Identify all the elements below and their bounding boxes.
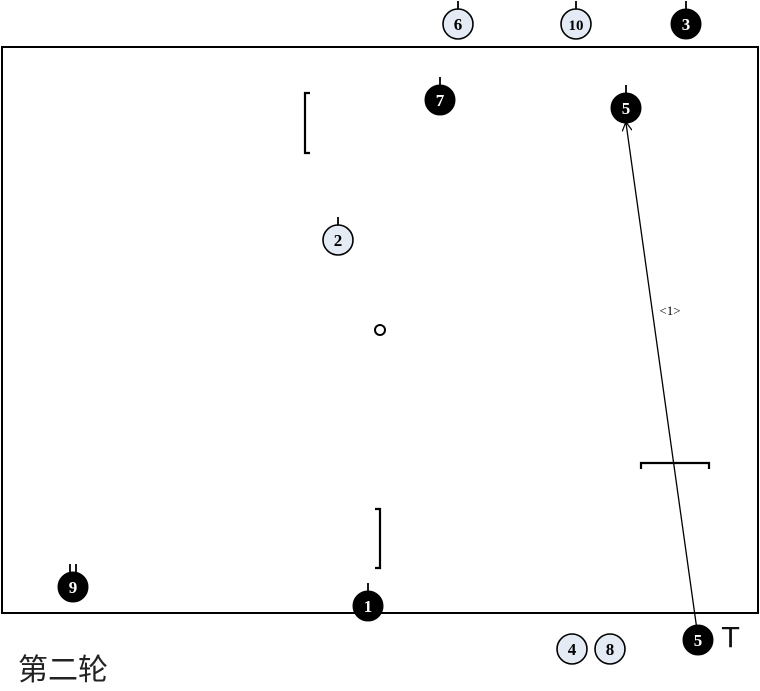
player-number: 1 <box>364 597 373 616</box>
player-dark-9: 9 <box>57 564 89 603</box>
player-marker <box>682 624 714 656</box>
bracket-marker-top-left <box>303 91 310 155</box>
player-dark-3: 3 <box>670 1 702 40</box>
player-dark-1: 1 <box>352 583 384 622</box>
player-number: 5 <box>694 631 703 650</box>
player-light-6: 6 <box>442 1 474 40</box>
player-dark-5: 5 <box>682 624 714 656</box>
player-light-8: 8 <box>594 633 626 665</box>
player-marker <box>610 92 642 124</box>
player-marker <box>424 84 456 116</box>
player-number: 9 <box>69 578 78 597</box>
center-mark <box>374 324 386 336</box>
tee-marker: T <box>722 621 740 654</box>
bracket-marker-right <box>639 461 711 469</box>
player-dark-5: 5 <box>610 85 642 124</box>
player-number: 5 <box>622 99 631 118</box>
player-number: 3 <box>682 15 691 34</box>
player-dark-7: 7 <box>424 77 456 116</box>
round-title: 第二轮 <box>18 653 108 688</box>
player-number: 8 <box>606 640 615 659</box>
player-marker <box>594 633 626 665</box>
player-marker <box>57 571 89 603</box>
bracket-marker-bottom-center <box>375 507 382 570</box>
player-marker <box>442 8 474 40</box>
player-light-4: 4 <box>556 633 588 665</box>
player-marker <box>556 633 588 665</box>
player-marker <box>352 590 384 622</box>
player-light-10: 10 <box>560 1 592 40</box>
player-number: 2 <box>334 231 343 250</box>
pass-arrow <box>626 123 698 631</box>
player-number: 7 <box>436 91 445 110</box>
player-number: 6 <box>454 15 463 34</box>
player-marker <box>322 224 354 256</box>
player-number: 10 <box>569 18 584 34</box>
player-number: 4 <box>568 640 577 659</box>
player-marker <box>670 8 702 40</box>
player-light-2: 2 <box>322 217 354 256</box>
player-marker <box>560 8 592 40</box>
players-layer: 1 2 3 4 5 5 6 7 8 9 10 <box>57 1 714 665</box>
pass-label: <1> <box>659 303 680 318</box>
